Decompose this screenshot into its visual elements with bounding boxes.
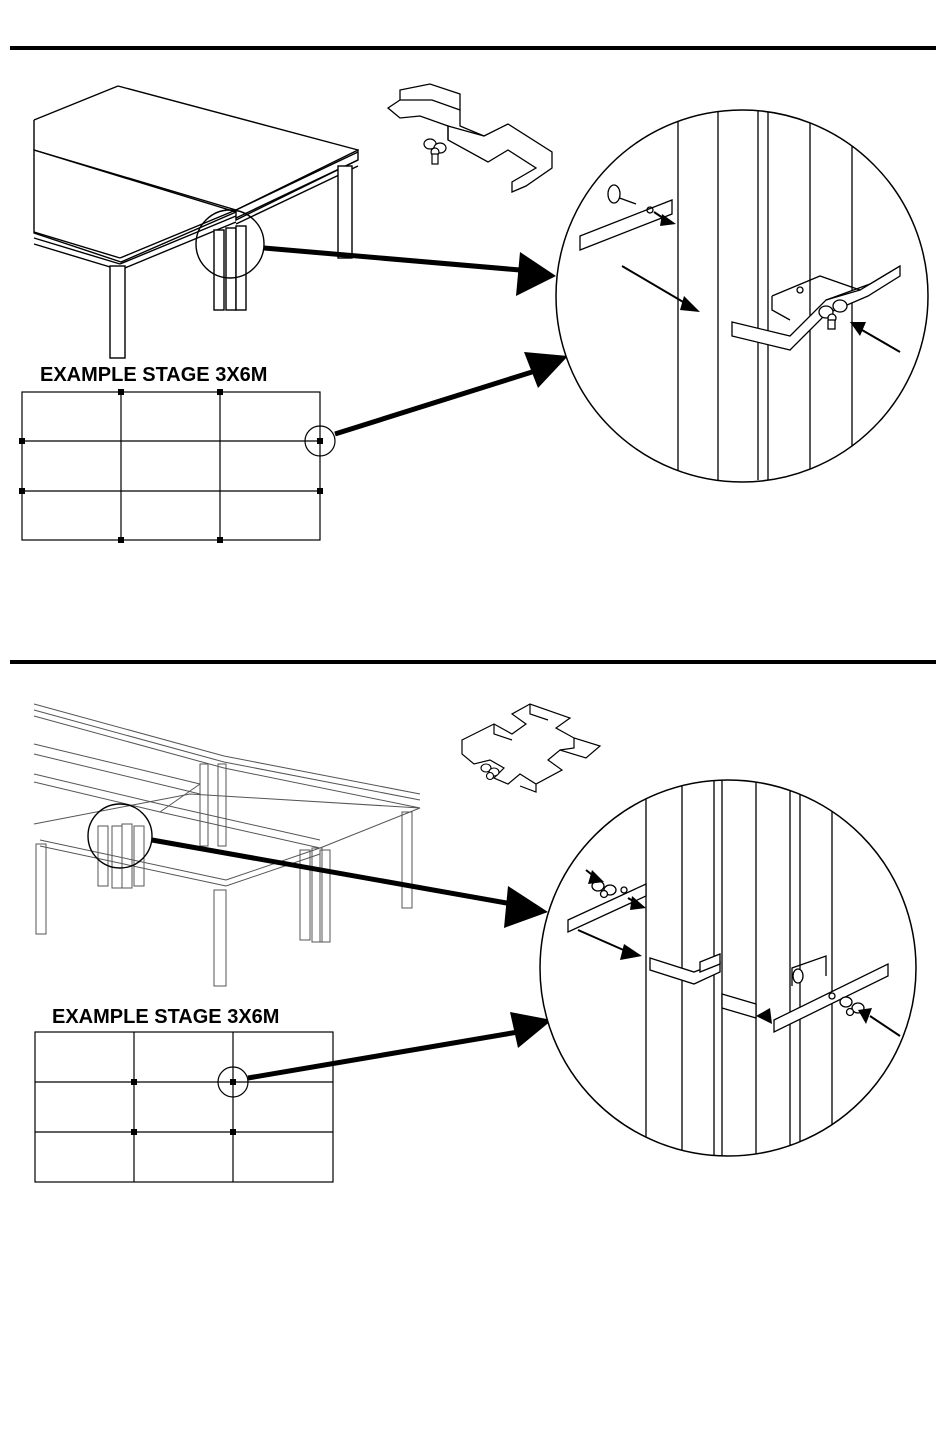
section-2-drawing (0, 664, 950, 1224)
section-1-drawing (0, 0, 950, 640)
stage-platform-illustration (34, 86, 358, 358)
connector-bracket-icon (462, 704, 600, 792)
arrow-head-icon (504, 886, 548, 928)
stage-grid-plan (22, 392, 320, 540)
arrow-icon (335, 372, 532, 434)
wing-nut-icon (424, 139, 446, 164)
section-quad-connector: EXAMPLE STAGE 3X6M (0, 664, 950, 1224)
arrow-icon (248, 1032, 518, 1078)
grid-connector-markers (19, 389, 323, 543)
arrow-icon (264, 248, 520, 270)
stage-platform-illustration (34, 704, 420, 986)
grid-connector-markers (131, 1079, 236, 1135)
detail-magnified-view (540, 774, 916, 1164)
section-single-connector: EXAMPLE STAGE 3X6M (0, 0, 950, 640)
detail-magnified-view (556, 100, 928, 482)
arrow-head-icon (516, 252, 556, 296)
stage-example-label: EXAMPLE STAGE 3X6M (40, 364, 267, 387)
stage-example-label: EXAMPLE STAGE 3X6M (52, 1006, 279, 1029)
arrow-head-icon (510, 1012, 552, 1048)
stage-grid-plan (35, 1032, 333, 1182)
connector-bracket-icon (388, 84, 552, 192)
arrow-icon (152, 840, 512, 904)
